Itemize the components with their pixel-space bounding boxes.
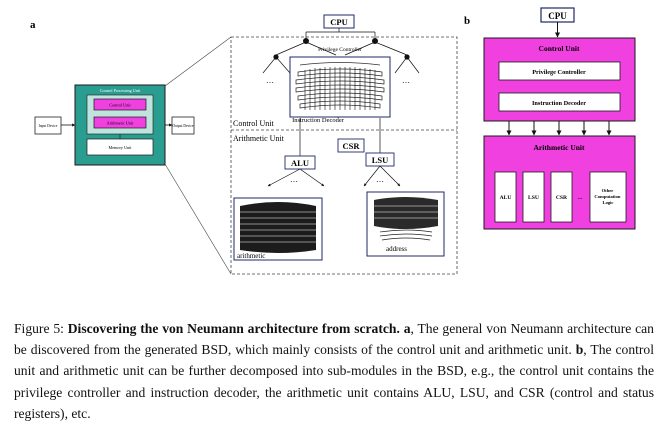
arithmetic-dots-b: ...: [577, 193, 583, 201]
address-sketch: [366, 191, 445, 257]
decomposition-outer-box: [230, 36, 458, 275]
arithmetic-unit-label-b: Arithmetic Unit: [533, 143, 585, 152]
csr-label-b: CSR: [556, 195, 568, 201]
arithmetic-sketch: [233, 197, 323, 261]
control-to-arithmetic-arrows: [506, 121, 612, 136]
caption-a-label: a: [403, 321, 411, 336]
arithmetic-label: arithmetic: [237, 252, 265, 260]
von-neumann-block: Input Device Control Processing Unit Con…: [34, 36, 232, 275]
memory-unit-box: [86, 138, 154, 156]
control-unit-label-b: Control Unit: [539, 44, 580, 53]
instruction-decoder-label-b: Instruction Decoder: [532, 100, 586, 107]
alu-ellipsis: …: [290, 175, 298, 184]
output-device-box: [171, 116, 195, 135]
control-unit-small-box: [93, 98, 147, 111]
input-device-box: [34, 116, 62, 135]
input-device-label: Input Device: [39, 124, 58, 128]
caption-figure-label: Figure 5:: [14, 321, 64, 336]
control-tree-nodes: [273, 38, 410, 60]
panel-a: a Input Device Control Processing Unit C…: [30, 14, 458, 275]
other-logic-box-b: [589, 171, 627, 223]
instruction-decoder-label-a: Instruction Decoder: [292, 117, 345, 124]
figure-5: a Input Device Control Processing Unit C…: [30, 7, 636, 275]
arithmetic-unit-region-label: Arithmetic Unit: [233, 134, 285, 143]
lsu-ellipsis: …: [376, 175, 384, 184]
panel-a-label: a: [30, 19, 36, 31]
arithmetic-unit-small-box: [93, 116, 147, 129]
memory-unit-label: Memory Unit: [109, 145, 133, 150]
control-tree: [262, 28, 420, 74]
tree-ellipsis-left: …: [266, 76, 274, 85]
caption-text-b: , The control unit and arithmetic unit c…: [14, 342, 654, 421]
csr-box-a: [337, 138, 365, 153]
arithmetic-unit-small-label: Arithmetic Unit: [107, 121, 134, 126]
csr-label-a: CSR: [342, 141, 360, 151]
other-logic-label-b: Other Computation Logic: [594, 188, 621, 205]
alu-label-a: ALU: [291, 158, 309, 168]
tree-ellipsis-right: …: [402, 76, 410, 85]
lsu-box-b: [522, 171, 545, 223]
zoom-line-bottom: [164, 163, 232, 275]
instruction-decoder-sketch: [289, 56, 391, 118]
cpu-label-a: CPU: [330, 17, 347, 27]
tree-node-right-leaf: [404, 54, 410, 60]
privilege-controller-label-a: Privilege Controller: [318, 47, 362, 53]
zoom-line-top: [164, 36, 232, 87]
alu-label-b: ALU: [500, 195, 512, 201]
tree-node-right: [372, 38, 378, 44]
control-unit-small-label: Control Unit: [109, 103, 131, 108]
csr-box-b: [550, 171, 573, 223]
figure-caption: Figure 5: Discovering the von Neumann ar…: [14, 318, 654, 424]
privilege-controller-box-b: [498, 61, 621, 81]
output-device-label: Output Device: [172, 124, 193, 128]
lsu-label-a: LSU: [372, 155, 389, 165]
panel-b: b CPU Control Unit Privilege Controller …: [464, 7, 636, 230]
caption-text-a: , The general von Neumann architecture c…: [14, 321, 654, 358]
address-label: address: [386, 245, 407, 253]
cpu-label-b: CPU: [548, 11, 567, 21]
lsu-arrow-left: [363, 165, 381, 187]
caption-title: Discovering the von Neumann architecture…: [67, 321, 400, 336]
panel-b-label: b: [464, 15, 470, 27]
alu-arrow-right: [299, 168, 325, 187]
alu-arrow-left: [267, 168, 301, 187]
control-unit-region-label: Control Unit: [233, 119, 274, 128]
lsu-arrow-right: [379, 165, 401, 187]
tree-node-left: [303, 38, 309, 44]
lsu-label-b: LSU: [528, 195, 539, 201]
instruction-decoder-box-b: [498, 92, 621, 112]
caption-b-label: b: [575, 342, 584, 358]
privilege-controller-label-b: Privilege Controller: [532, 69, 586, 76]
control-processing-unit-label: Control Processing Unit: [100, 88, 141, 93]
alu-box-b: [494, 171, 517, 223]
tree-node-left-leaf: [273, 54, 279, 60]
